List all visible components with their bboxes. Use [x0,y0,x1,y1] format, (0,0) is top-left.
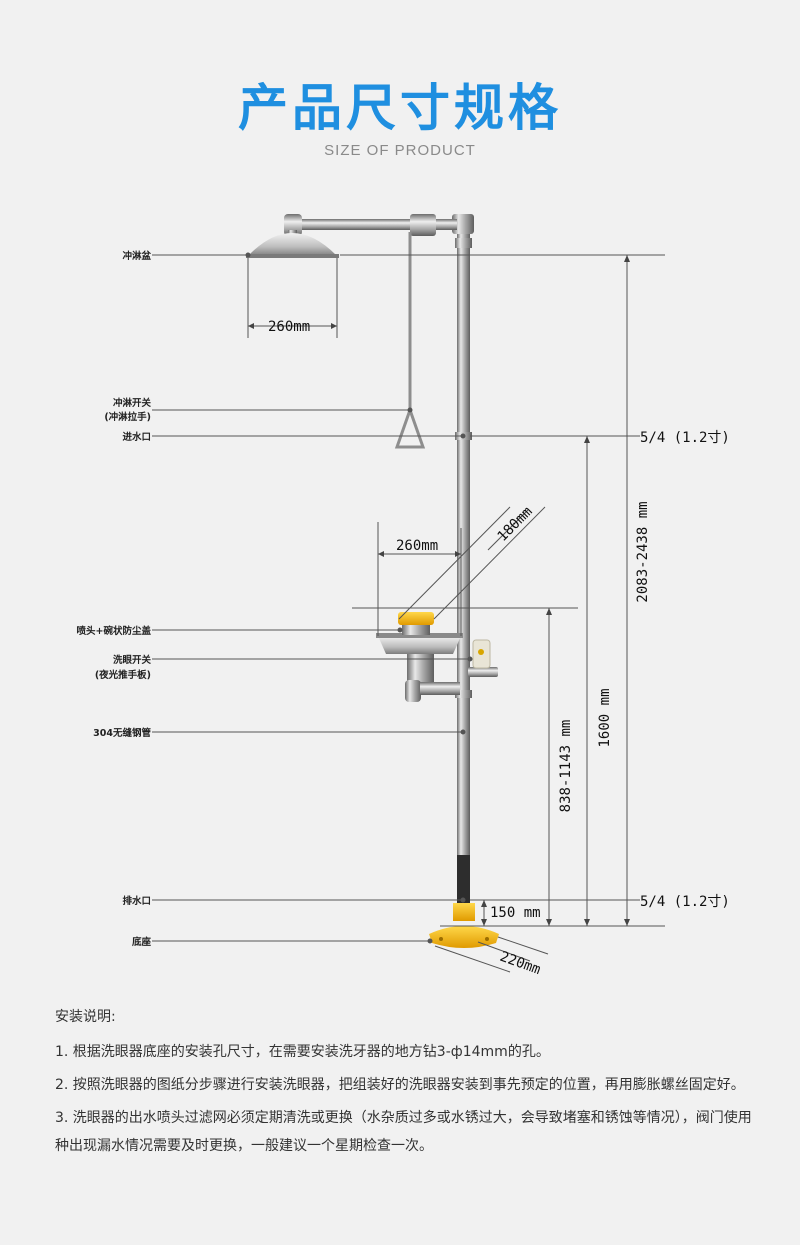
label-eyewash-switch: 洗眼开关 [113,654,152,666]
nozzle-caps [398,612,434,625]
valve-body [410,214,436,236]
dim-base-diameter: 220mm [498,949,543,978]
part-labels: 冲淋盆 冲淋开关 (冲淋拉手) 进水口 喷头+碗状防尘盖 洗眼开关 (夜光推手板… [77,250,152,948]
label-shower-switch-note: (冲淋拉手) [104,411,151,423]
yellow-base [429,926,499,948]
product-dimension-diagram: 冲淋盆 冲淋开关 (冲淋拉手) 进水口 喷头+碗状防尘盖 洗眼开关 (夜光推手板… [77,214,730,978]
dim-inlet-height: 1600 mm [597,688,613,747]
dim-bowl-height: 838-1143 mm [558,720,574,813]
dim-bowl-diameter: 260mm [396,538,438,554]
shower-head [248,233,337,256]
notes-item-3: 3. 洗眼器的出水喷头过滤网必须定期清洗或更换（水杂质过多或水锈过大，会导致堵塞… [55,1110,752,1154]
label-shower-switch: 冲淋开关 [113,397,152,409]
label-shower-head: 冲淋盆 [122,250,151,262]
dim-inlet-size: 5/4 (1.2寸) [640,430,730,446]
dimension-lines [247,254,665,973]
notes-item-2: 2. 按照洗眼器的图纸分步骤进行安装洗眼器，把组装好的洗眼器安装到事先预定的位置… [55,1077,745,1093]
installation-notes: 安装说明: 1. 根据洗眼器底座的安装孔尺寸，在需要安装洗牙器的地方钻3-ф14… [55,1003,765,1165]
main-pipe [457,218,470,900]
notes-item-1: 1. 根据洗眼器底座的安装孔尺寸，在需要安装洗牙器的地方钻3-ф14mm的孔。 [55,1044,550,1060]
eyewash-bowl [378,636,461,654]
label-nozzle: 喷头+碗状防尘盖 [77,625,152,637]
drain-pipe-dark [457,855,470,903]
pull-triangle [394,405,426,449]
label-water-inlet: 进水口 [122,431,151,443]
label-drain: 排水口 [122,895,151,907]
top-arm [295,219,457,230]
dim-nozzle-height: 180mm [495,504,536,545]
notes-heading: 安装说明: [55,1009,116,1025]
push-plate-arm [468,667,498,677]
dim-total-height: 2083-2438 mm [635,501,651,602]
page-title: 产品尺寸规格 [238,79,562,137]
label-base: 底座 [131,936,152,948]
label-eyewash-switch-note: (夜光推手板) [95,669,151,681]
dimension-arrows [248,255,630,926]
label-pipe: 304无缝钢管 [93,727,151,739]
dim-shower-diameter: 260mm [268,319,310,335]
dim-drain-size: 5/4 (1.2寸) [640,894,730,910]
dim-drain-height: 150 mm [490,905,541,921]
page-subtitle: SIZE OF PRODUCT [324,142,476,159]
leader-lines [152,252,473,944]
dimension-labels: 260mm 260mm 180mm 5/4 (1.2寸) 5/4 (1.2寸) … [268,319,730,978]
